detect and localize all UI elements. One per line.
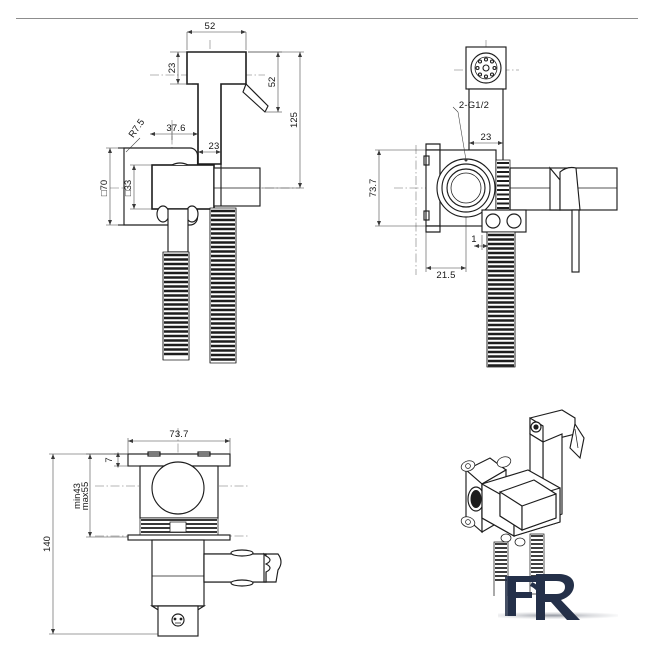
dim-handset-width: 23	[481, 132, 492, 143]
flexible-hose-left	[162, 251, 190, 361]
dim-body-square: □33	[123, 180, 134, 196]
seal-band	[139, 517, 219, 536]
dim-install-depth-max: max55	[80, 482, 91, 511]
dim-plate-square: □70	[99, 180, 110, 196]
dim-plate-height: 73.7	[368, 179, 379, 198]
dim-wall-gap: 1	[471, 234, 476, 245]
fr-logo	[492, 566, 624, 628]
flexible-hose-right	[209, 207, 237, 364]
dim-plate-thickness: 7	[104, 457, 115, 462]
dim-inlet-thread: 2-G1/2	[459, 100, 489, 111]
dim-overall-length: 140	[42, 536, 53, 552]
view-isometric	[460, 409, 585, 596]
fr-logo-glyph	[505, 574, 580, 620]
dim-body-width: 73.7	[169, 429, 188, 440]
dim-install-depth-min: min43	[72, 483, 83, 509]
dim-offset-to-axis: 37.6	[166, 123, 185, 134]
view-side-elevation: 52 23 52 125	[99, 21, 304, 364]
view-plan-section: 73.7 7 min43 max55 140	[42, 428, 282, 637]
dim-overall-height: 125	[289, 112, 300, 128]
logo-shadow	[498, 612, 618, 619]
dim-head-width: 52	[205, 21, 216, 32]
dim-spout-width: 23	[209, 141, 220, 152]
dim-plate-depth: 21.5	[436, 270, 455, 281]
view-front-elevation: 73.7 2-G1/2 21.5 1	[368, 40, 618, 368]
dim-trigger-drop: 52	[267, 77, 278, 88]
dim-head-height: 23	[167, 63, 178, 74]
threaded-collar	[495, 159, 511, 218]
sheet-top-border	[16, 18, 638, 19]
flexible-hose	[486, 231, 516, 368]
dim-corner-radius: R7.5	[127, 117, 148, 140]
